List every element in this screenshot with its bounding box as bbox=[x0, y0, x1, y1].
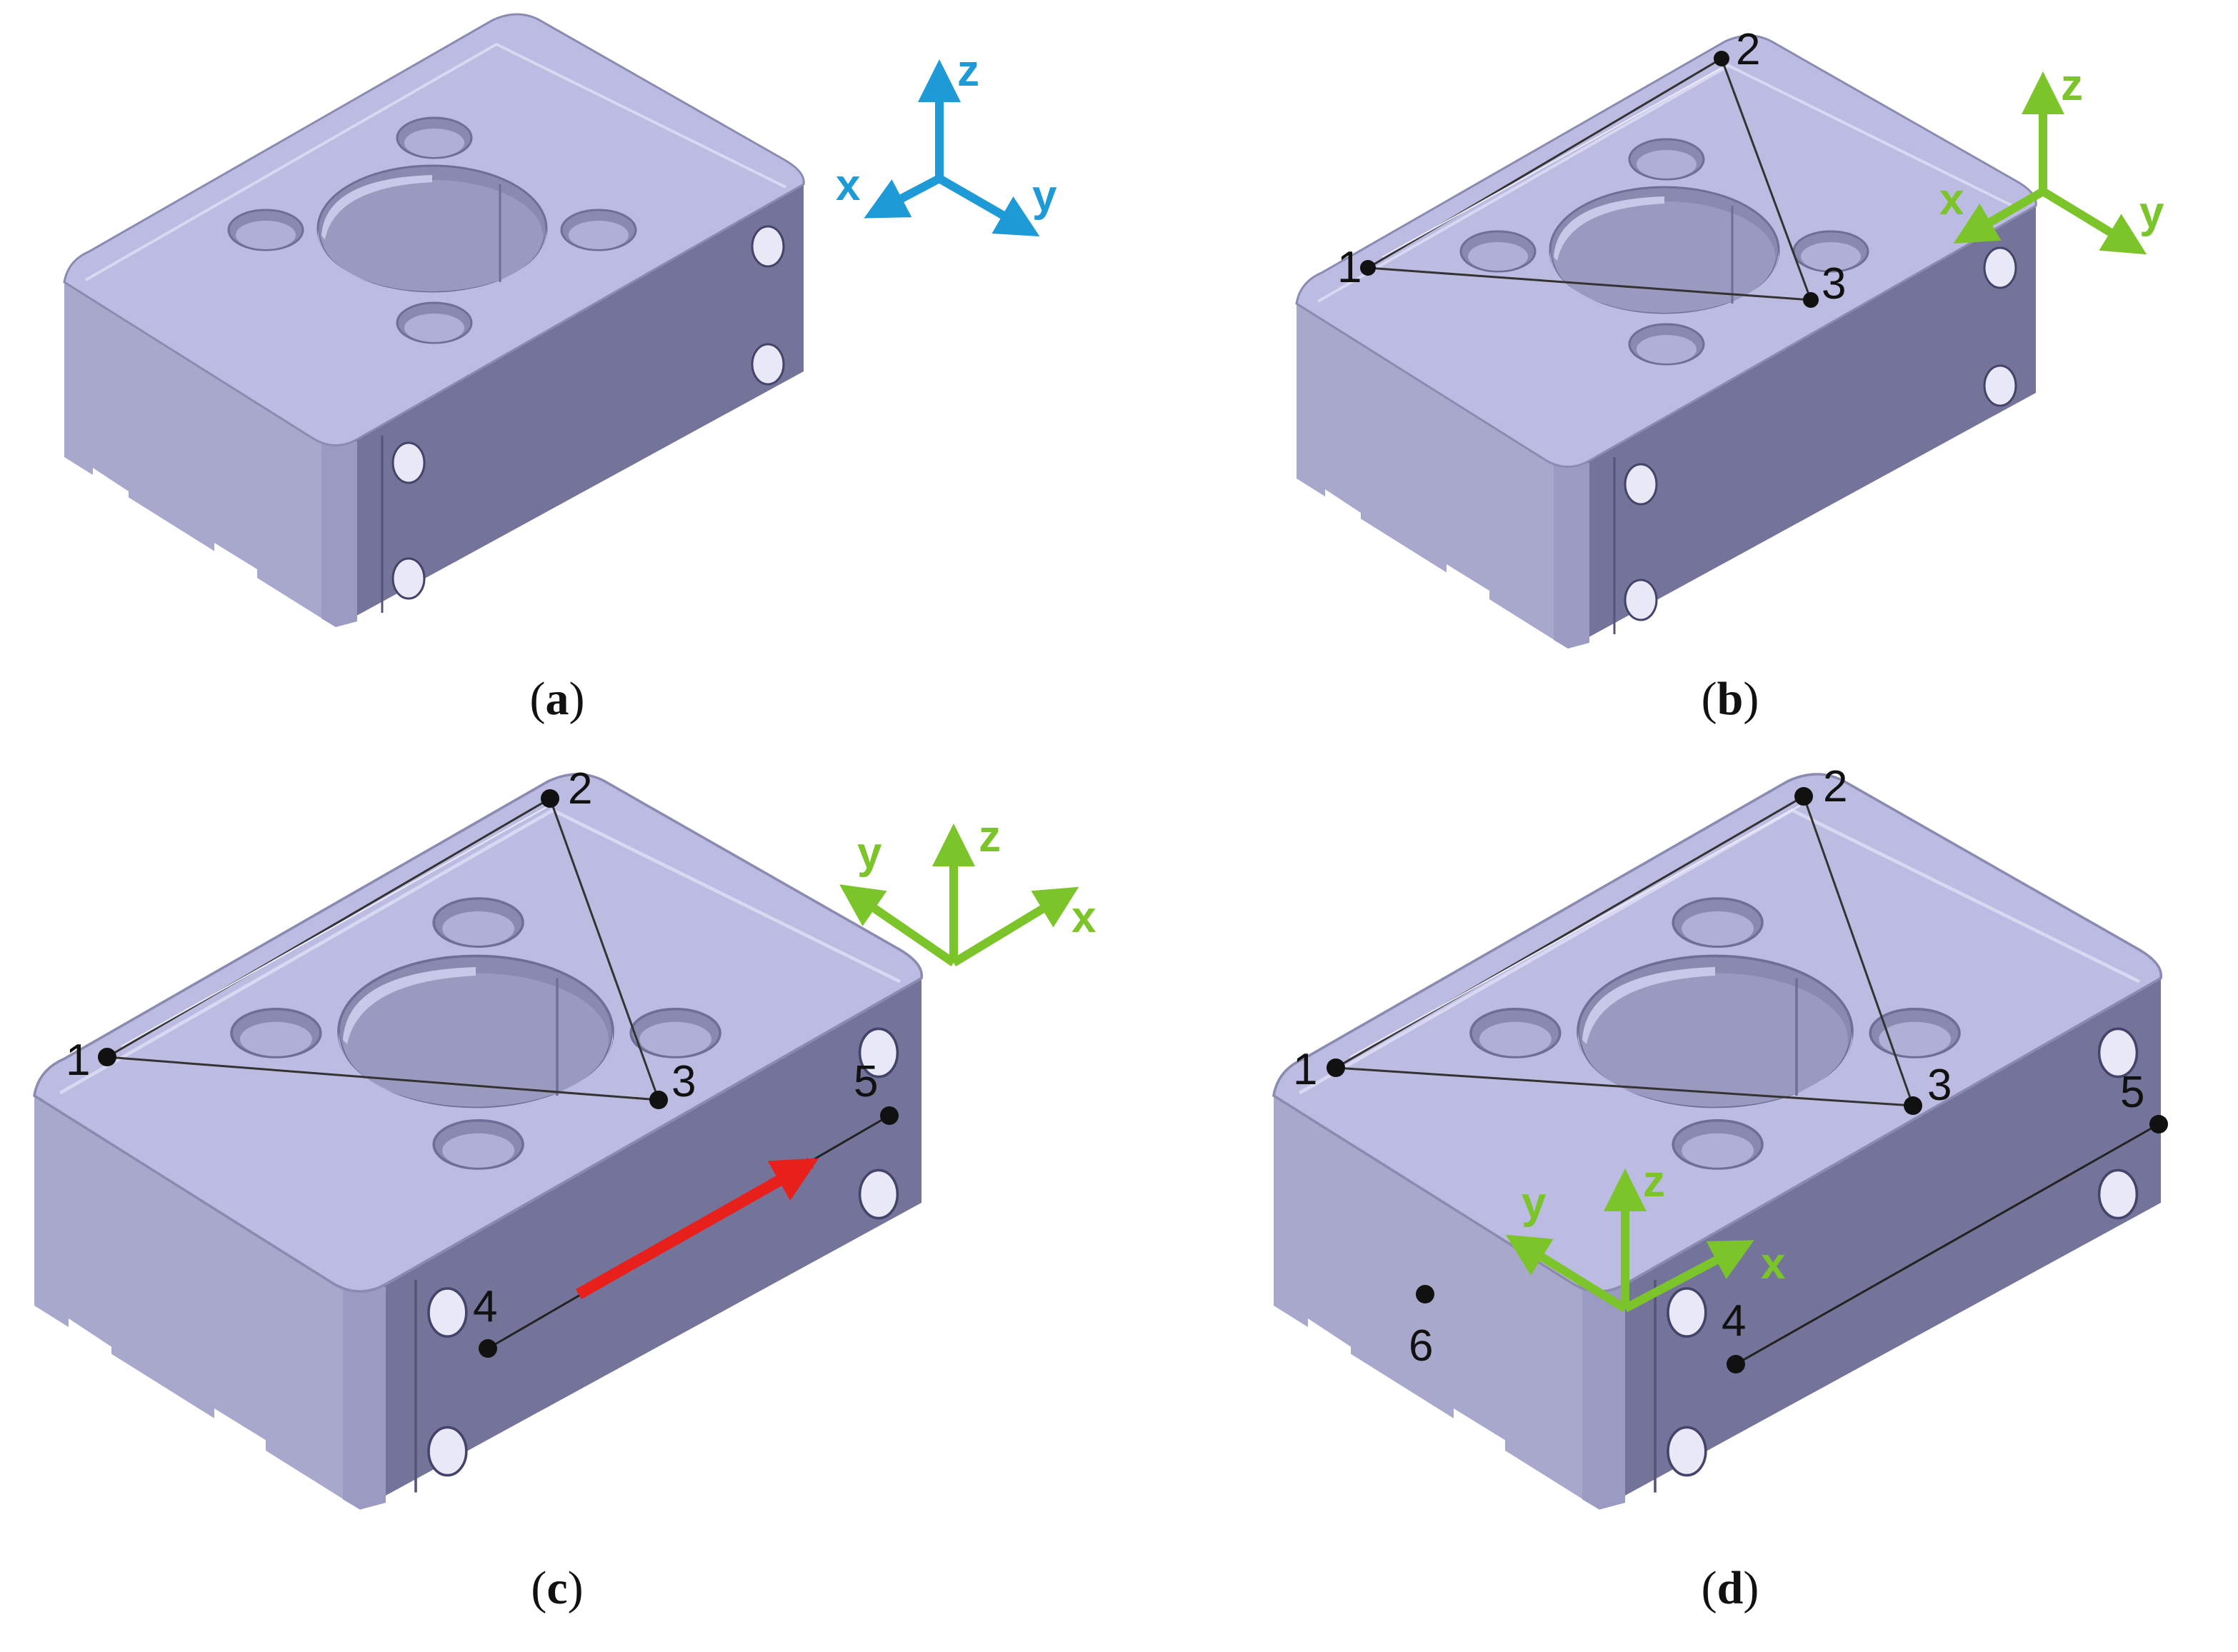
point-label-4: 4 bbox=[1722, 1296, 1746, 1346]
axis-label-y: y bbox=[2139, 188, 2164, 237]
axis-label-y: y bbox=[1522, 1178, 1547, 1228]
caption-a: (a) bbox=[530, 673, 585, 725]
axis-label-z: z bbox=[979, 812, 1001, 861]
point-2 bbox=[1794, 787, 1813, 806]
point-3 bbox=[1904, 1096, 1922, 1115]
point-3 bbox=[1803, 292, 1819, 308]
caption-d: (d) bbox=[1702, 1562, 1759, 1614]
point-label-2: 2 bbox=[1736, 25, 1760, 74]
point-label-1: 1 bbox=[66, 1036, 90, 1085]
axis-label-x: x bbox=[1939, 175, 1964, 224]
point-4 bbox=[1727, 1355, 1745, 1373]
motion-arrow bbox=[576, 1158, 819, 1299]
point-2 bbox=[541, 789, 559, 808]
caption-b: (b) bbox=[1702, 673, 1759, 725]
point-label-2: 2 bbox=[1823, 762, 1847, 811]
point-1 bbox=[98, 1048, 116, 1066]
measure-points-b: 1 2 3 bbox=[1337, 25, 1846, 309]
axis-label-z: z bbox=[2061, 61, 2083, 110]
point-label-5: 5 bbox=[854, 1057, 878, 1106]
axis-label-x: x bbox=[1071, 893, 1096, 942]
point-3 bbox=[649, 1091, 668, 1109]
point-label-3: 3 bbox=[1822, 259, 1846, 309]
workpiece-a bbox=[63, 13, 806, 629]
point-label-1: 1 bbox=[1293, 1045, 1317, 1094]
workpiece-d bbox=[1274, 774, 2161, 1510]
measure-points-c: 1 2 3 4 5 bbox=[66, 764, 899, 1358]
point-label-5: 5 bbox=[2120, 1068, 2144, 1117]
measure-points-d: 1 2 3 4 5 6 bbox=[1293, 762, 2168, 1373]
axis-label-y: y bbox=[1032, 171, 1057, 221]
point-label-6: 6 bbox=[1409, 1321, 1433, 1371]
point-5 bbox=[880, 1106, 899, 1125]
coordinate-axes-a: z x y bbox=[836, 46, 1057, 236]
axis-label-x: x bbox=[1761, 1239, 1786, 1288]
axis-label-z: z bbox=[1643, 1157, 1665, 1206]
point-label-1: 1 bbox=[1337, 243, 1362, 292]
panel-b: 1 2 3 z x y (b) bbox=[1295, 25, 2164, 725]
axis-label-z: z bbox=[957, 46, 979, 96]
caption-c: (c) bbox=[531, 1562, 583, 1614]
point-label-3: 3 bbox=[1927, 1061, 1952, 1110]
panel-d: 1 2 3 4 5 6 z y x (d) bbox=[1274, 762, 2168, 1614]
point-5 bbox=[2149, 1115, 2168, 1133]
workpiece-b bbox=[1295, 34, 2038, 650]
panel-a: z x y (a) bbox=[63, 13, 1057, 725]
coordinate-axes-c: z y x bbox=[839, 812, 1096, 967]
point-2 bbox=[1714, 51, 1729, 66]
workpiece-c bbox=[34, 774, 921, 1510]
point-triangle-d bbox=[1335, 794, 2159, 1366]
point-4 bbox=[479, 1339, 497, 1358]
coordinate-axes-d: z y x bbox=[1505, 1157, 1786, 1313]
panel-c: 1 2 3 4 5 z y x (c) bbox=[34, 764, 1096, 1614]
point-label-2: 2 bbox=[568, 764, 592, 814]
point-label-3: 3 bbox=[671, 1057, 696, 1106]
point-triangle-b bbox=[1367, 56, 1813, 301]
point-label-4: 4 bbox=[473, 1282, 497, 1331]
point-6 bbox=[1416, 1285, 1434, 1303]
point-1 bbox=[1327, 1058, 1345, 1077]
axis-label-x: x bbox=[836, 161, 861, 210]
coordinate-axes-b: z x y bbox=[1939, 61, 2164, 255]
point-1 bbox=[1360, 260, 1376, 276]
axis-label-y: y bbox=[857, 828, 882, 878]
